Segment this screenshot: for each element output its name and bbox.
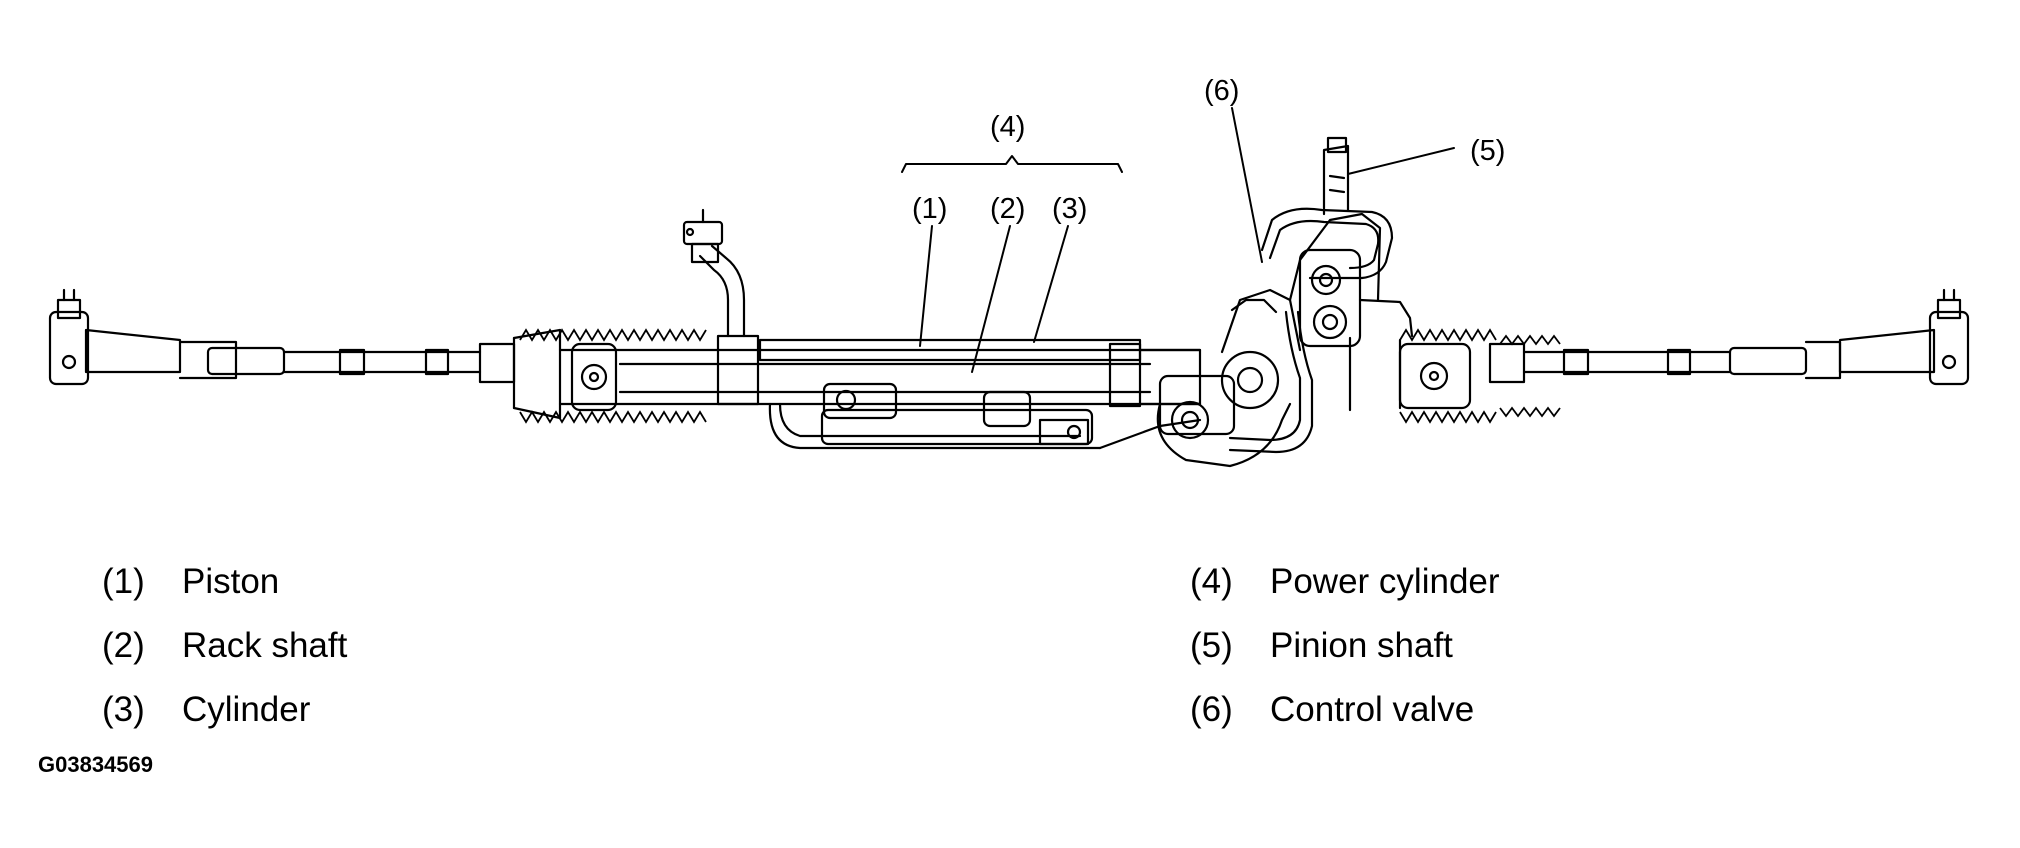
legend-item: (6) Control valve xyxy=(1190,678,1500,742)
valve-body xyxy=(1156,212,1382,468)
left-boot xyxy=(512,328,562,420)
legend-label: Piston xyxy=(182,562,280,601)
legend-number: (4) xyxy=(1190,562,1233,601)
callout-5: (5) xyxy=(1470,135,1505,167)
left-feed-pipe xyxy=(682,208,746,338)
callout-2: (2) xyxy=(990,193,1025,225)
rack-housing xyxy=(558,334,1202,412)
leader-3 xyxy=(1033,225,1069,343)
valve-pipes xyxy=(1228,207,1414,454)
callout-1: (1) xyxy=(912,193,947,225)
right-tie-rod xyxy=(1488,340,1842,384)
callout-4: (4) xyxy=(990,111,1025,143)
legend-number: (5) xyxy=(1190,626,1233,665)
left-tie-rod-end xyxy=(48,288,182,386)
legend-number: (2) xyxy=(102,626,145,665)
legend-number: (6) xyxy=(1190,690,1233,729)
legend-right: (4) Power cylinder (5) Pinion shaft (6) … xyxy=(1190,550,1500,742)
legend-number: (1) xyxy=(102,562,145,601)
legend-left: (1) Piston (2) Rack shaft (3) Cylinder xyxy=(102,550,347,742)
right-boot xyxy=(1348,336,1402,412)
boot-teeth xyxy=(519,328,1561,424)
leader-5 xyxy=(1347,147,1455,175)
callout-6: (6) xyxy=(1204,75,1239,107)
legend-item: (1) Piston xyxy=(102,550,347,614)
legend-item: (5) Pinion shaft xyxy=(1190,614,1500,678)
legend-number: (3) xyxy=(102,690,145,729)
right-end-housing xyxy=(1398,342,1472,410)
leader-2 xyxy=(971,225,1011,373)
legend-label: Rack shaft xyxy=(182,626,348,665)
left-tie-rod xyxy=(178,340,516,384)
legend-item: (2) Rack shaft xyxy=(102,614,347,678)
figure-id: G03834569 xyxy=(38,752,153,777)
pinion-shaft xyxy=(1322,136,1350,216)
legend-label: Pinion shaft xyxy=(1270,626,1453,665)
bracket-4 xyxy=(901,155,1123,173)
callout-leaders xyxy=(901,107,1455,373)
callout-3: (3) xyxy=(1052,193,1087,225)
legend-label: Cylinder xyxy=(182,690,311,729)
leader-1 xyxy=(919,225,933,347)
legend-item: (4) Power cylinder xyxy=(1190,550,1500,614)
return-line xyxy=(768,382,1202,450)
legend-label: Control valve xyxy=(1270,690,1475,729)
right-tie-rod-end xyxy=(1838,288,1970,386)
legend-label: Power cylinder xyxy=(1270,562,1500,601)
leader-6 xyxy=(1231,107,1263,263)
legend-item: (3) Cylinder xyxy=(102,678,347,742)
